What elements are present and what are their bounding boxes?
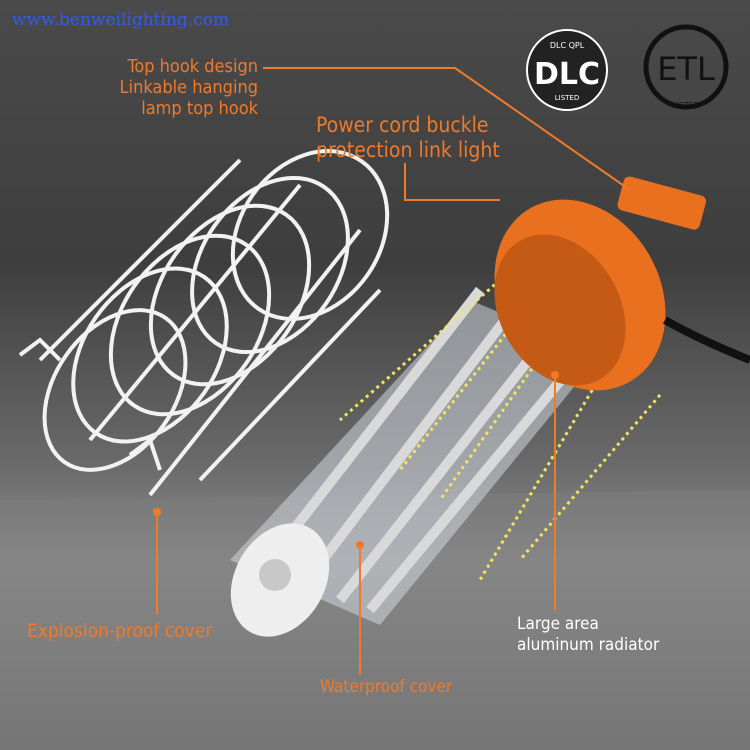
callout-line: Power cord buckle [316, 113, 489, 137]
callout-line: aluminum radiator [517, 635, 660, 655]
callout-line: protection link light [316, 138, 500, 162]
callout-line: Top hook design [127, 56, 259, 77]
callout-radiator: Large area aluminum radiator [517, 614, 659, 656]
etl-logo: ETL LISTED [643, 24, 729, 110]
callout-explosion-proof: Explosion-proof cover [27, 620, 213, 642]
callout-top-hook: Top hook design Linkable hanging lamp to… [120, 56, 258, 119]
dlc-logo: DLC QPL DLC LISTED [526, 29, 608, 111]
website-url: www.benweilighting.com [12, 10, 230, 30]
callout-lines [156, 67, 631, 675]
callout-line: lamp top hook [141, 98, 258, 119]
wire-cage [18, 149, 390, 497]
svg-text:DLC: DLC [534, 57, 600, 92]
svg-text:LISTED: LISTED [672, 101, 700, 110]
lamp [230, 176, 750, 637]
svg-text:DLC QPL: DLC QPL [550, 41, 585, 50]
callout-line: Linkable hanging [119, 77, 258, 98]
callout-waterproof: Waterproof cover [320, 677, 453, 697]
svg-text:LISTED: LISTED [555, 94, 580, 102]
callout-line: Large area [517, 614, 599, 634]
svg-text:ETL: ETL [657, 50, 715, 88]
callout-power-cord: Power cord buckle protection link light [316, 113, 500, 163]
